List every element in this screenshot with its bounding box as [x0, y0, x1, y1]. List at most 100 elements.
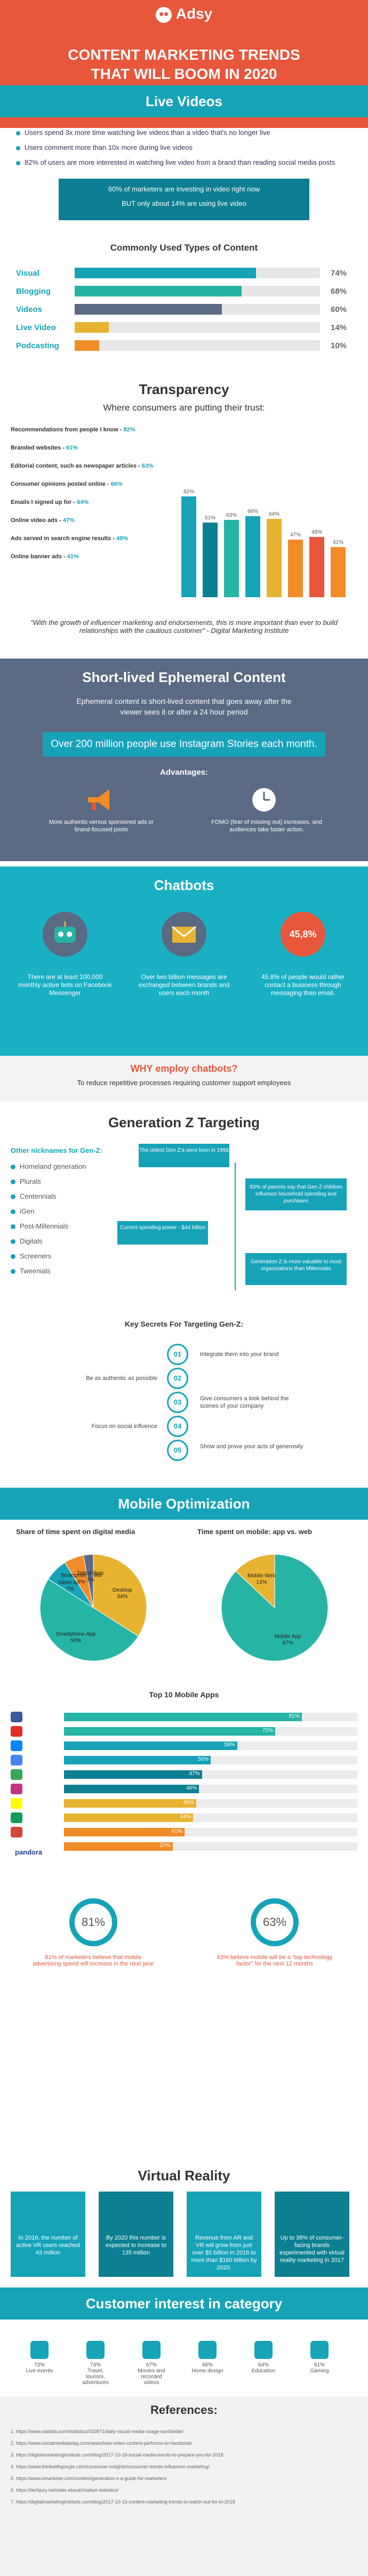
- callout-line-2: BUT only about 14% are using live video: [122, 199, 246, 207]
- content-types-title: Commonly Used Types of Content: [110, 243, 258, 253]
- app-row: 47%: [11, 1769, 357, 1780]
- pie-slice-label: Mobile App: [275, 1634, 301, 1640]
- pie-slice-label: Desktop: [113, 1587, 132, 1593]
- trust-bar-label: 49%: [311, 529, 322, 536]
- instagram-stories-box: Over 200 million people use Instagram St…: [43, 732, 325, 757]
- mobile-stat-81-text: 81% of marketers believe that mobile adv…: [33, 1954, 154, 1967]
- vr-card-1-text: In 2016, the number of active VR users r…: [16, 2235, 80, 2256]
- live-stat-3: 82% of users are more interested in watc…: [16, 158, 352, 167]
- pie-slice: [235, 1554, 275, 1609]
- app-track: 41%: [64, 1828, 357, 1836]
- mobile-stat-63-text: 63% believe mobile will be a "top techno…: [217, 1954, 333, 1967]
- app-pct: 81%: [289, 1713, 300, 1719]
- pie-slice: [93, 1554, 147, 1637]
- nickname-title: Other nicknames for Gen-Z:: [11, 1146, 102, 1154]
- content-type-bar: [75, 322, 109, 333]
- content-type-track: [75, 304, 320, 315]
- robot-icon: [43, 912, 87, 957]
- app-bar: 59%: [64, 1742, 237, 1750]
- app-row: 59%: [11, 1740, 357, 1751]
- trust-label: Ads served in search engine results -: [11, 535, 115, 542]
- reference-link[interactable]: 2. https://www.socialmediatoday.com/news…: [11, 2441, 192, 2446]
- content-type-bar: [75, 268, 257, 278]
- nickname-text: Screeners: [20, 1252, 52, 1260]
- bullet-icon: [11, 1254, 15, 1259]
- app-bar: 41%: [64, 1828, 185, 1836]
- references-title: References:: [150, 2403, 218, 2417]
- genz-title: Generation Z Targeting: [108, 1114, 260, 1130]
- advantage-1: More authentic versus sponsored ads or b…: [49, 819, 154, 833]
- bullet-icon: [16, 161, 20, 165]
- app-pct: 37%: [159, 1843, 171, 1849]
- callout-line-1: 60% of marketers are investing in video …: [108, 185, 260, 193]
- brand-logo[interactable]: Adsy: [0, 5, 368, 23]
- customer-interest-pct: 64%: [258, 2362, 269, 2368]
- app-bar: 37%: [64, 1842, 173, 1851]
- trust-bar-label: 64%: [268, 511, 279, 517]
- app-track: 44%: [64, 1813, 357, 1822]
- trust-item: Ads served in search engine results - 49…: [11, 535, 165, 542]
- reference-link[interactable]: 6. https://techjury.net/stats-about/chat…: [11, 2487, 118, 2493]
- google-maps-icon: [11, 1812, 22, 1823]
- gmail-icon: [11, 1827, 22, 1837]
- secret-text-2: Be as authentic as possible: [86, 1375, 157, 1382]
- pie-slice-pct: 3%: [86, 1577, 94, 1583]
- reference-link[interactable]: 7. https://digitalmarketinginstitute.com…: [11, 2499, 235, 2505]
- nickname-text: Tweenials: [20, 1267, 51, 1275]
- secret-text-3: Give consumers a look behind the scenes …: [200, 1395, 289, 1409]
- app-row: 44%: [11, 1812, 357, 1823]
- app-bar: 81%: [64, 1713, 302, 1721]
- content-type-pct: 14%: [331, 323, 347, 332]
- category-icon: [30, 2341, 49, 2359]
- content-type-track: [75, 268, 320, 278]
- content-type-track: [75, 340, 320, 351]
- reference-link[interactable]: 5. https://www.emarketer.com/content/gen…: [11, 2476, 167, 2481]
- app-track: 59%: [64, 1742, 357, 1750]
- content-type-pct: 60%: [331, 305, 347, 314]
- app-bar: 45%: [64, 1799, 196, 1808]
- mobile-title: Mobile Optimization: [0, 1488, 368, 1520]
- pie-slice: [83, 1554, 94, 1608]
- app-pct: 59%: [224, 1742, 235, 1748]
- app-bar: 47%: [64, 1770, 202, 1779]
- customer-title: Customer interest in category: [0, 2288, 368, 2320]
- customer-interest-label: Home design: [191, 2368, 223, 2374]
- reference-link[interactable]: 3. https://digitalmarketinginstitute.com…: [11, 2452, 223, 2458]
- bullet-icon: [11, 1209, 15, 1215]
- live-stat-1: Users spend 3x more time watching live v…: [16, 128, 352, 138]
- customer-interest-pct: 66%: [202, 2362, 213, 2368]
- references-section: References: 1. https://www.statista.com/…: [0, 2397, 368, 2576]
- app-track: 72%: [64, 1727, 357, 1736]
- vr-card-1: In 2016, the number of active VR users r…: [11, 2192, 85, 2277]
- pie-slice-label: Smartphone App: [56, 1631, 96, 1637]
- vr-card-4-text: Up to 38% of consumer-facing brands expe…: [279, 2235, 345, 2264]
- reference-link[interactable]: 4. https://www.thinkwithgoogle.com/consu…: [11, 2464, 210, 2469]
- live-stat-3-text: 82% of users are more interested in watc…: [25, 158, 335, 166]
- content-type-label: Blogging: [16, 287, 51, 296]
- vr-card-4: Up to 38% of consumer-facing brands expe…: [275, 2192, 349, 2277]
- vr-title: Virtual Reality: [0, 2160, 368, 2192]
- category-icon: [198, 2341, 217, 2359]
- trust-value: 64%: [77, 499, 89, 505]
- mobile-stat-63: 63%: [251, 1898, 299, 1946]
- trust-label: Online video ads -: [11, 517, 61, 524]
- pie-slice-pct: 50%: [70, 1638, 81, 1643]
- live-stat-2-text: Users comment more than 10x more during …: [25, 143, 193, 151]
- trust-bar: [267, 518, 282, 597]
- trust-value: 82%: [123, 427, 135, 433]
- content-type-pct: 74%: [331, 269, 347, 278]
- app-row: 41%: [11, 1827, 357, 1837]
- pie-slice-pct: 87%: [283, 1640, 293, 1646]
- chatbot-stat-3: 45.8% of people would rather contact a b…: [261, 973, 345, 997]
- reference-link[interactable]: 1. https://www.statista.com/statistics/4…: [11, 2429, 183, 2434]
- app-bar: 46%: [64, 1785, 199, 1793]
- trust-bar-label: 63%: [226, 512, 237, 519]
- secret-number: 03: [167, 1392, 188, 1413]
- bullet-icon: [11, 1269, 15, 1274]
- snapchat-icon: [11, 1798, 22, 1809]
- pie-slice-label: Tablet Web: [77, 1570, 103, 1576]
- google-play-icon: [11, 1769, 22, 1780]
- customer-interest-item: 61%Gaming: [301, 2341, 338, 2374]
- nickname-item: Digitals: [11, 1237, 43, 1245]
- trust-value: 41%: [67, 553, 79, 560]
